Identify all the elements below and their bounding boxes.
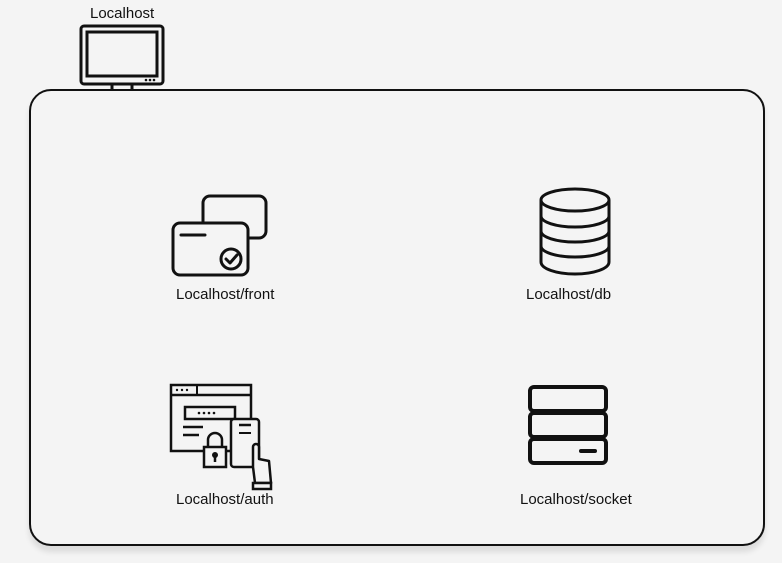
node-label-socket: Localhost/socket: [520, 491, 632, 508]
node-label-front: Localhost/front: [176, 286, 275, 303]
host-label: Localhost: [90, 5, 155, 22]
database-icon: [539, 187, 611, 276]
cards-check-icon: [171, 194, 268, 277]
server-icon: [528, 385, 608, 465]
localhost-container: [29, 89, 765, 546]
node-label-auth: Localhost/auth: [176, 491, 274, 508]
node-label-db: Localhost/db: [526, 286, 612, 303]
secure-login-icon: [169, 383, 273, 491]
